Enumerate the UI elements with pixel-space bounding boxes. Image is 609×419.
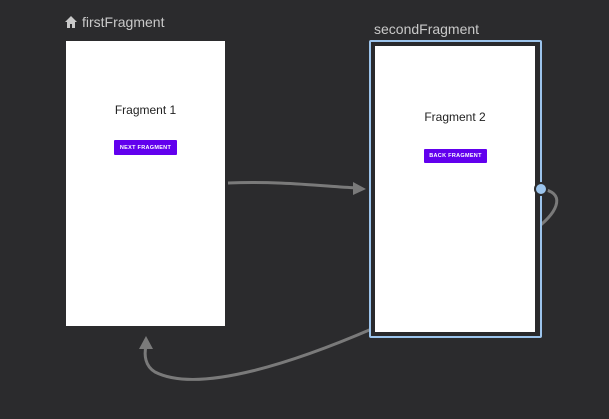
fragment-title: Fragment 1 bbox=[114, 103, 177, 117]
action-arrow-first-to-second[interactable] bbox=[227, 181, 357, 190]
destination-label-second: secondFragment bbox=[374, 21, 479, 37]
next-fragment-button[interactable]: NEXT FRAGMENT bbox=[114, 140, 177, 155]
destination-name: firstFragment bbox=[82, 14, 165, 30]
home-icon bbox=[65, 16, 77, 28]
arrowhead-icon bbox=[353, 182, 366, 195]
destination-name: secondFragment bbox=[374, 21, 480, 37]
arrowhead-icon bbox=[139, 336, 153, 349]
back-fragment-button[interactable]: BACK FRAGMENT bbox=[424, 149, 487, 163]
action-arrow-second-to-first[interactable] bbox=[143, 326, 375, 381]
fragment-title: Fragment 2 bbox=[424, 110, 486, 124]
destination-second-fragment[interactable]: Fragment 2 BACK FRAGMENT bbox=[375, 46, 535, 332]
destination-label-first: firstFragment bbox=[64, 14, 164, 30]
destination-first-fragment[interactable]: Fragment 1 NEXT FRAGMENT bbox=[66, 41, 225, 326]
action-handle[interactable] bbox=[534, 182, 548, 196]
